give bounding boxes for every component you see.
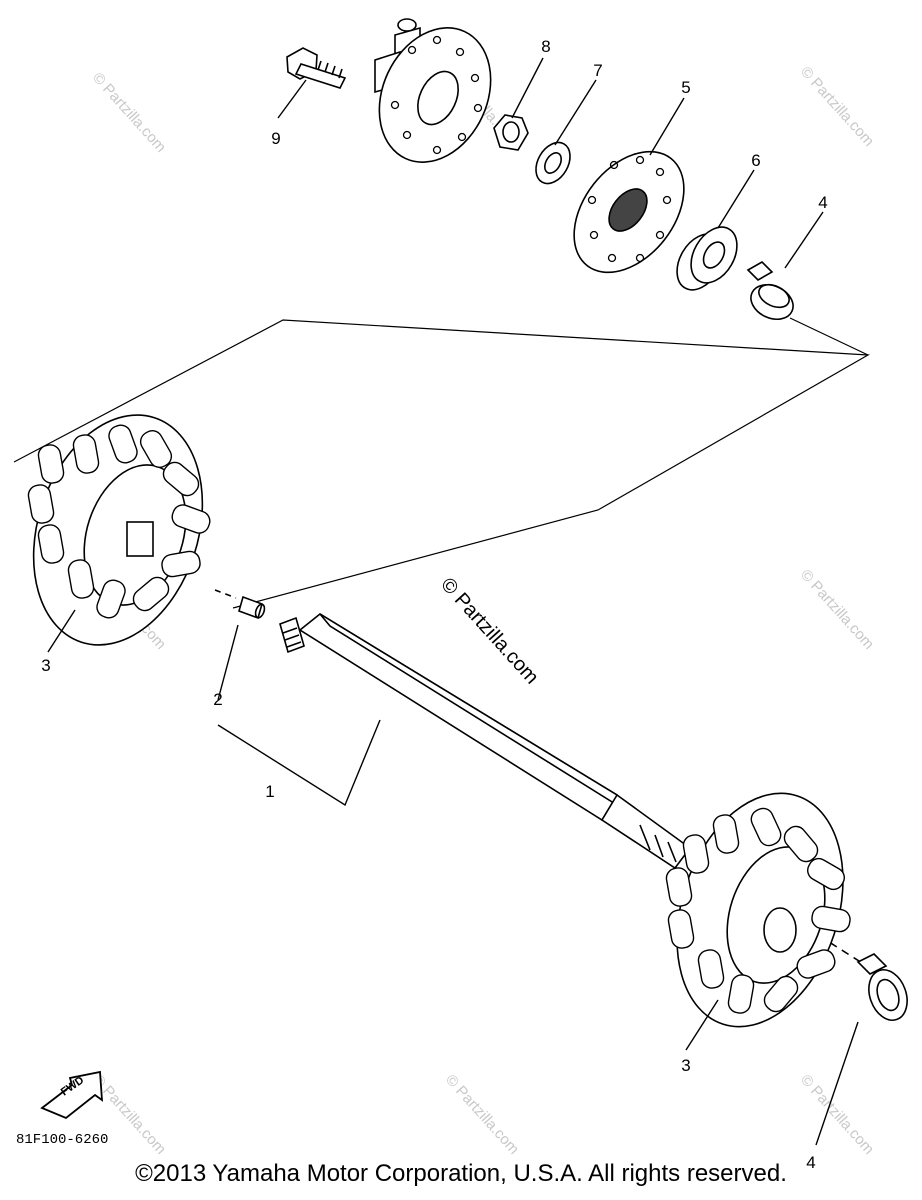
- callout-3-right: 3: [681, 1056, 690, 1075]
- part-9-bolt: [286, 47, 347, 89]
- watermark-top-left: © Partzilla.com: [89, 69, 169, 155]
- part-2-pin: [214, 589, 266, 620]
- diagram-code: 81F100-6260: [16, 1132, 108, 1148]
- fwd-arrow-icon: FWD: [40, 1070, 104, 1120]
- part-4-clamp-bottom: [856, 953, 908, 1021]
- callout-8: 8: [541, 37, 550, 56]
- callout-3-left: 3: [41, 656, 50, 675]
- callout-9: 9: [271, 129, 280, 148]
- part-3-sprocket-right: [665, 792, 851, 1028]
- outline-to-bearing: [789, 317, 869, 356]
- copyright-notice: ©2013 Yamaha Motor Corporation, U.S.A. A…: [135, 1160, 787, 1187]
- watermark-top-right: © Partzilla.com: [797, 63, 877, 149]
- callout-4-bottom: 4: [806, 1153, 815, 1172]
- part-flange-hub: [374, 18, 492, 163]
- part-4-clamp-top: [746, 261, 794, 321]
- leader-lines: [47, 57, 859, 1146]
- part-5-plate: [573, 150, 685, 274]
- callout-5: 5: [681, 78, 690, 97]
- watermark-bottom-mid: © Partzilla.com: [442, 1071, 522, 1157]
- callout-4-top: 4: [818, 193, 827, 212]
- part-6-bearing: [676, 226, 738, 291]
- watermark-mid-right: © Partzilla.com: [797, 566, 877, 652]
- part-3-sprocket-left: [27, 414, 211, 646]
- callout-1: 1: [265, 782, 274, 801]
- part-8-nut: [493, 114, 529, 151]
- callout-labels: 1 2 3 3 4 4 5 6 7 8 9: [41, 37, 827, 1172]
- part-7-washer: [535, 141, 571, 185]
- callout-2: 2: [213, 690, 222, 709]
- callout-7: 7: [593, 61, 602, 80]
- callout-6: 6: [751, 151, 760, 170]
- watermark-center: © Partzilla.com: [436, 574, 543, 689]
